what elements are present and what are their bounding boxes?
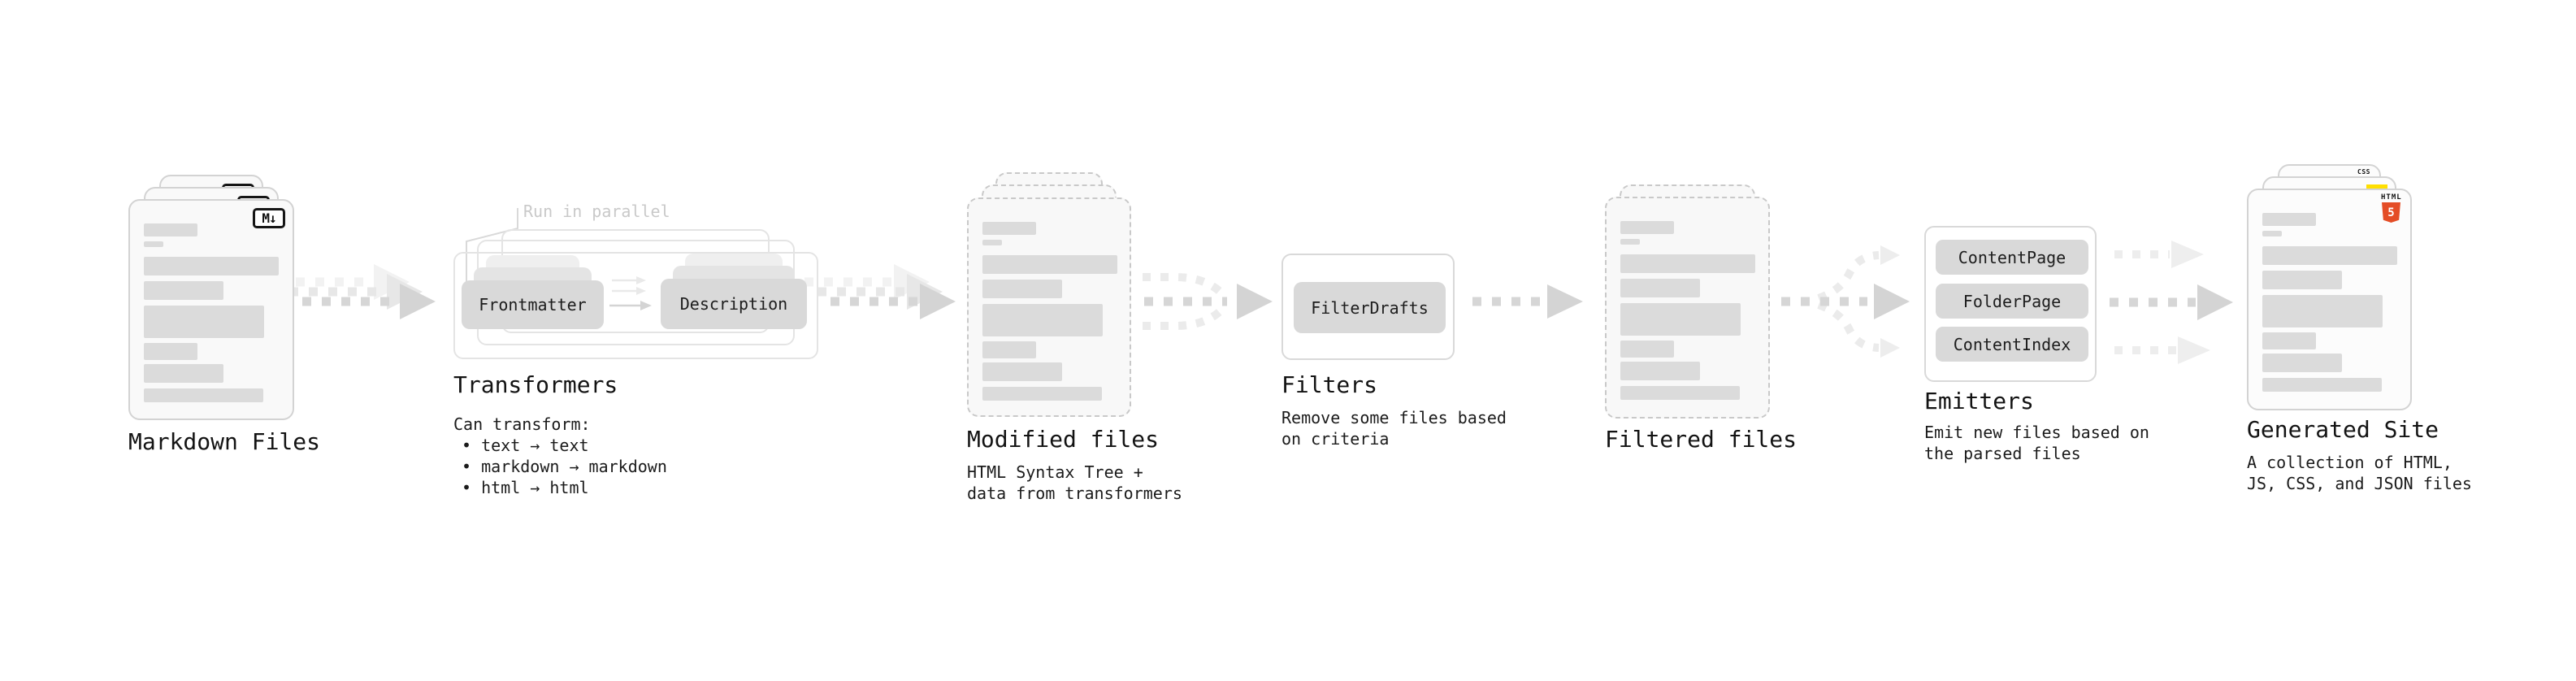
generated-site-description: A collection of HTML, JS, CSS, and JSON … [2247,452,2472,494]
text-placeholder-bar [144,257,279,275]
text-placeholder-bar [2262,378,2382,392]
text-placeholder-bar [982,222,1036,235]
text-placeholder-bar [1620,221,1674,234]
emitters-description: Emit new files based on the parsed files [1924,422,2149,464]
html5-icon-text: HTML [2381,193,2402,202]
text-placeholder-bar [982,362,1062,381]
pill-to-pill-arrows-icon [609,276,652,310]
arrow-transformers-to-modified-icon [804,264,956,319]
folderpage-pill: FolderPage [1936,284,2088,319]
text-placeholder-bar [1620,303,1741,336]
text-placeholder-bar [1620,239,1640,245]
text-placeholder-bar [1620,386,1740,400]
modified-file-card-front [967,197,1131,417]
filters-label: Filters [1281,371,1378,398]
text-placeholder-bar [1620,340,1674,358]
text-placeholder-bar [982,304,1103,336]
markdown-icon: M↓ [253,208,285,228]
transform-bullet-text: • text → text [462,436,589,455]
text-placeholder-bar [144,241,163,247]
text-placeholder-bar [982,255,1117,274]
modified-desc-line2: data from transformers [967,484,1182,503]
html-file-card: HTML 5 [2247,189,2412,410]
text-placeholder-bar [2262,295,2383,327]
contentindex-pill: ContentIndex [1936,327,2088,362]
markdown-file-card-front: M↓ [128,199,294,420]
filters-description: Remove some files based on criteria [1281,407,1507,449]
modified-files-stack [967,172,1131,417]
transformers-group: Run in parallel Frontmatter Description [453,202,818,359]
annotation-callout-line [466,208,518,286]
text-placeholder-bar [2262,271,2342,289]
filtered-files-label: Filtered files [1605,426,1798,453]
can-transform-title: Can transform: [453,414,591,434]
text-placeholder-bar [144,364,223,383]
markdown-files-label: Markdown Files [128,428,321,455]
filters-desc-line2: on criteria [1281,429,1390,449]
text-placeholder-bar [144,223,197,236]
text-placeholder-bar [2262,332,2316,349]
emitters-desc-line2: the parsed files [1924,444,2081,463]
text-placeholder-bar [144,281,223,300]
emitters-box: ContentPage FolderPage ContentIndex [1924,226,2097,382]
modified-files-description: HTML Syntax Tree + data from transformer… [967,462,1182,504]
description-pill: Description [661,279,807,329]
text-placeholder-bar [144,306,264,338]
transformers-label: Transformers [453,371,618,398]
arrow-filters-to-filtered-icon [1472,284,1583,319]
filtered-files-stack [1605,184,1770,419]
markdown-files-stack: M↓ M↓ M↓ [128,175,294,420]
text-placeholder-bar [982,280,1062,298]
text-placeholder-bar [2262,246,2397,265]
arrow-filtered-to-emitters-icon [1781,245,1910,358]
text-placeholder-bar [1620,279,1700,297]
text-placeholder-bar [144,343,197,360]
generated-site-label: Generated Site [2247,416,2439,443]
arrow-modified-to-filters-icon [1143,273,1273,330]
modified-desc-line1: HTML Syntax Tree + [967,462,1143,482]
filterdrafts-pill: FilterDrafts [1294,282,1446,333]
emitters-label: Emitters [1924,388,2034,414]
html5-icon-number: 5 [2387,206,2395,219]
text-placeholder-bar [2262,354,2342,372]
text-placeholder-bar [2262,213,2316,226]
run-in-parallel-annotation: Run in parallel [523,202,670,221]
text-placeholder-bar [2262,231,2282,236]
html5-icon-shield: 5 [2382,202,2400,223]
text-placeholder-bar [144,388,263,402]
arrow-emitters-to-generated-icon [2110,241,2233,364]
text-placeholder-bar [1620,362,1700,380]
arrow-markdown-to-transformers-icon [276,264,436,319]
filters-box: FilterDrafts [1281,254,1455,360]
contentpage-pill: ContentPage [1936,240,2088,275]
text-placeholder-bar [1620,254,1755,273]
generated-site-stack: CSS HTML 5 [2247,164,2412,410]
css-icon-text: CSS [2357,168,2370,176]
frontmatter-pill: Frontmatter [462,280,604,329]
html5-icon: HTML 5 [2381,193,2401,223]
transformers-description: Can transform: • text → text • markdown … [453,414,667,498]
transform-bullet-markdown: • markdown → markdown [462,457,667,476]
text-placeholder-bar [982,240,1002,245]
generated-desc-line1: A collection of HTML, [2247,453,2452,472]
emitters-desc-line1: Emit new files based on [1924,423,2149,442]
text-placeholder-bar [982,387,1102,401]
generated-desc-line2: JS, CSS, and JSON files [2247,474,2472,493]
transform-bullet-html: • html → html [462,478,589,497]
modified-files-label: Modified files [967,426,1160,453]
text-placeholder-bar [982,341,1036,358]
filtered-file-card-front [1605,197,1770,419]
filters-desc-line1: Remove some files based [1281,408,1507,427]
transformer-box-front [453,252,818,359]
